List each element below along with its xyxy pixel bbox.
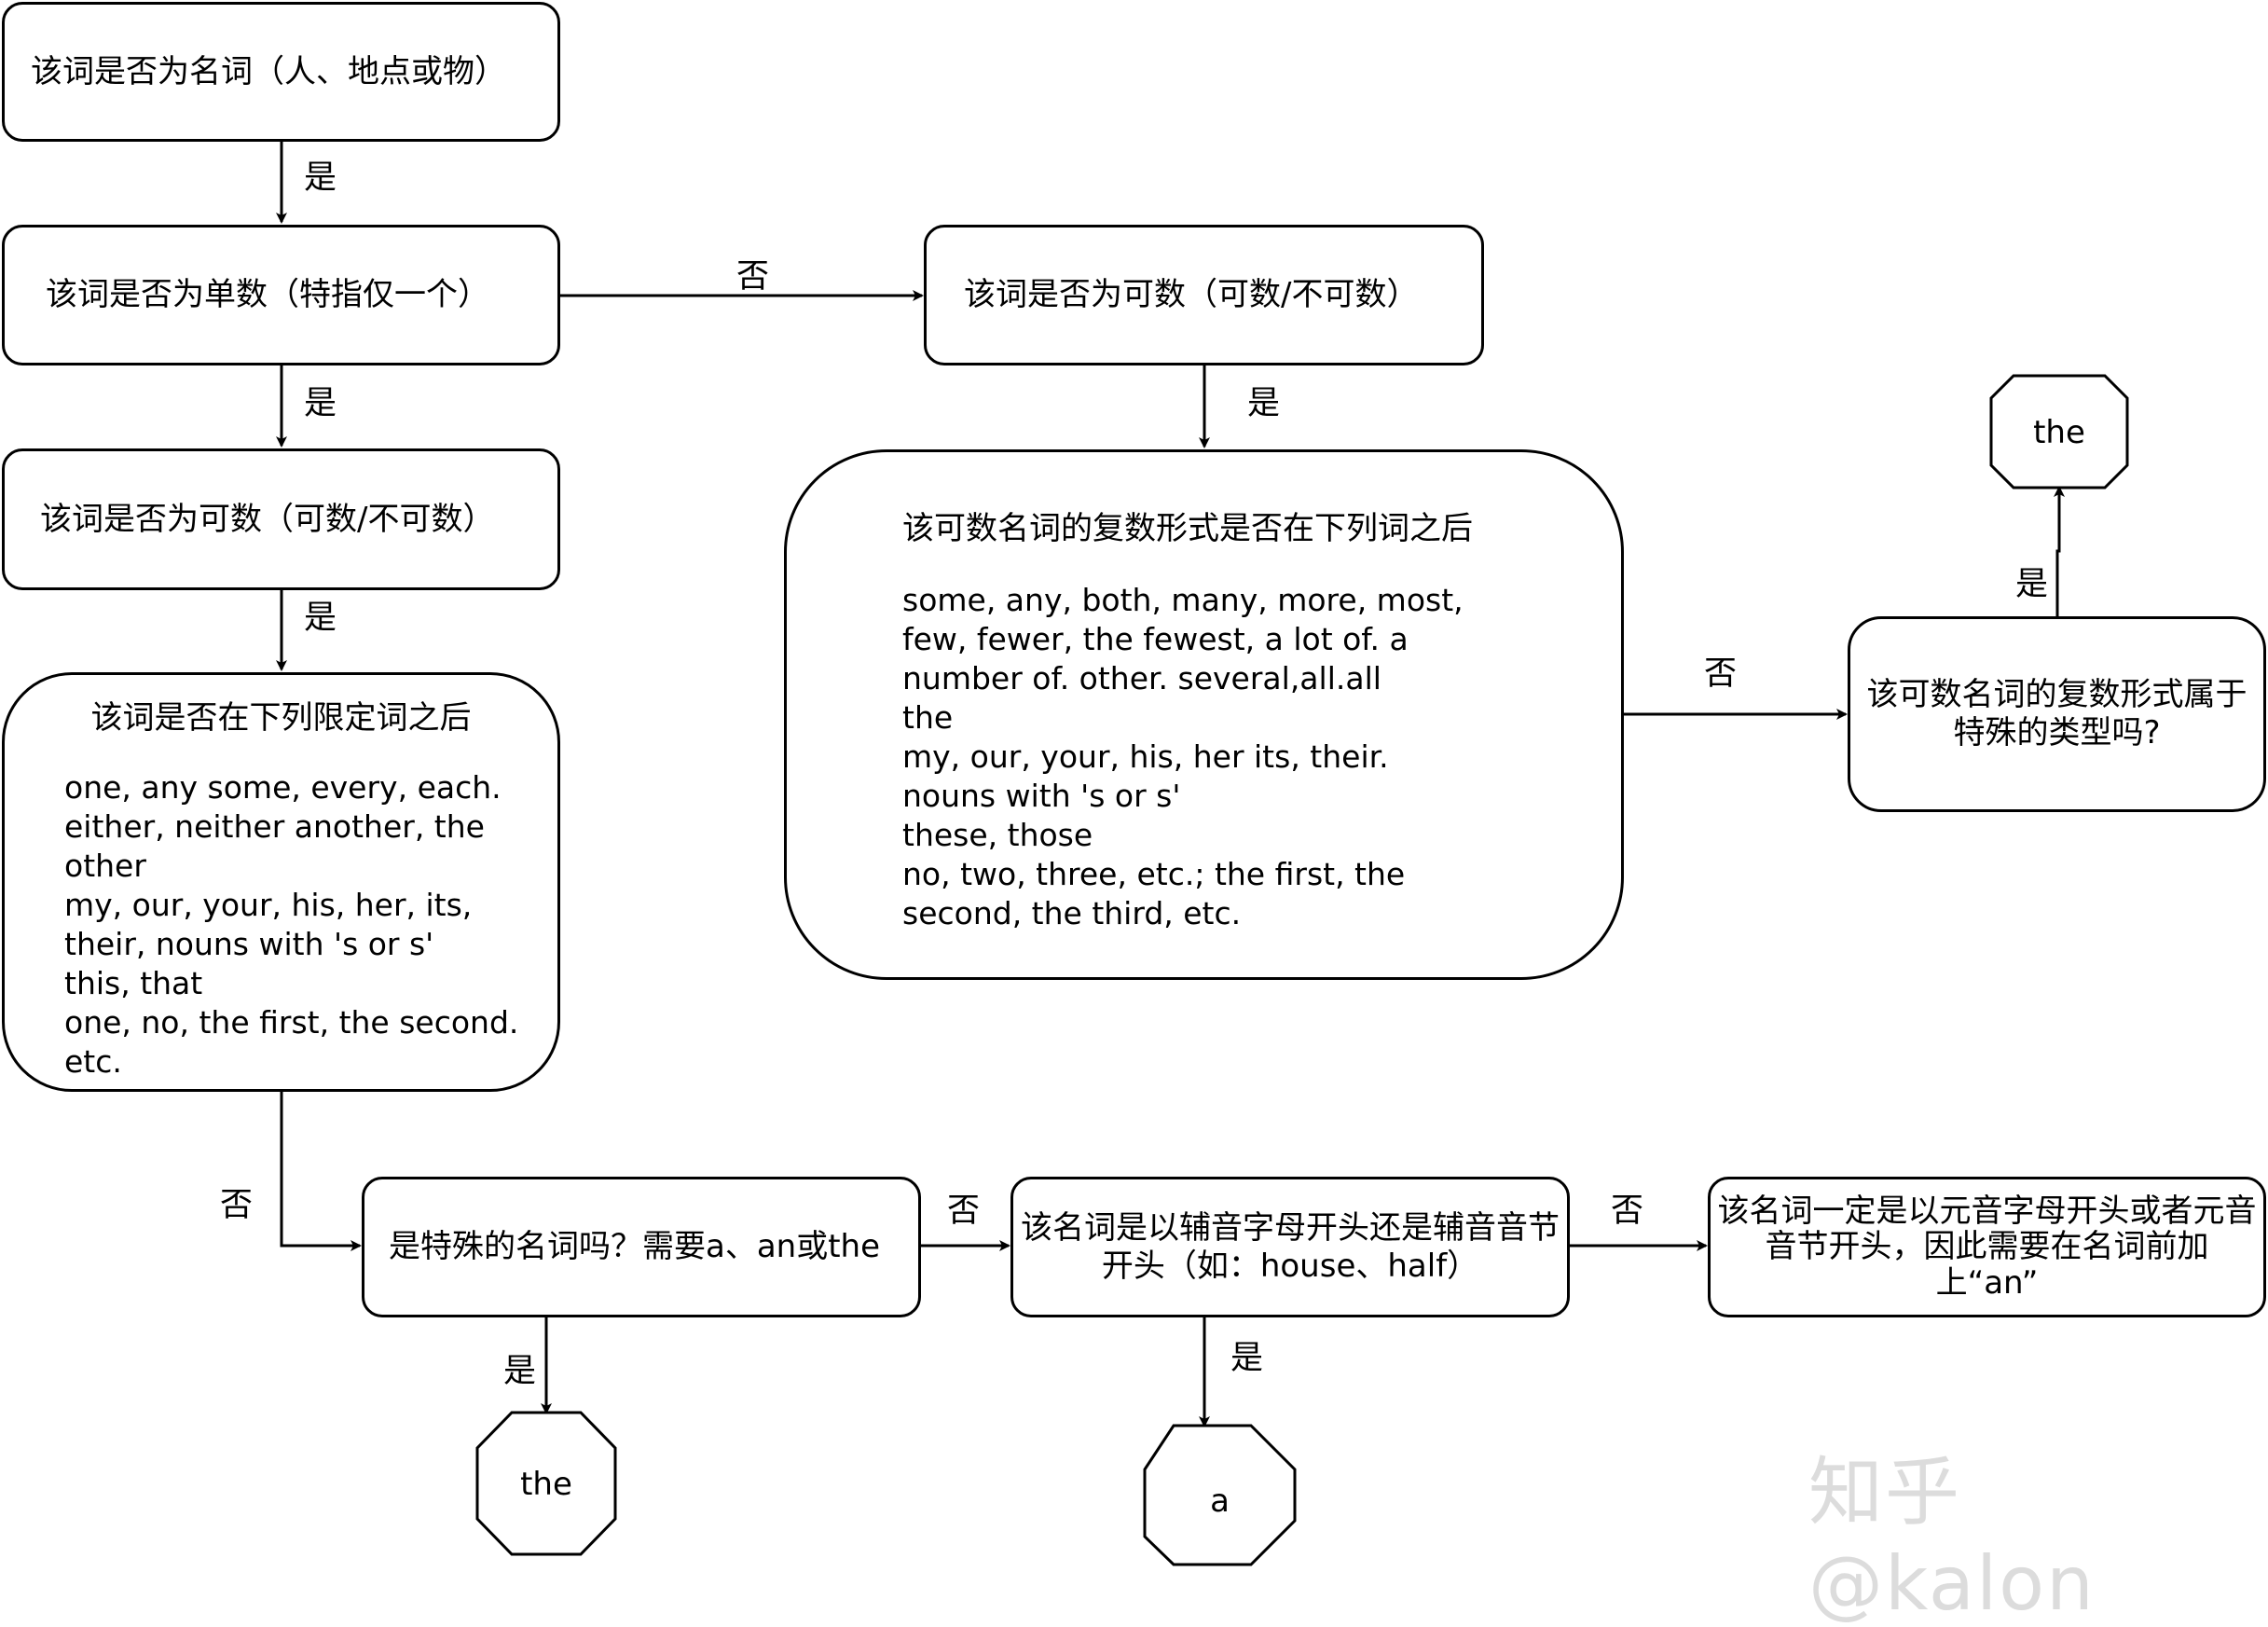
box-plural-after-question: 该可数名词的复数形式是否在下列词之后 some, any, both, many…	[784, 449, 1624, 980]
plural-after-list-item: nouns with 's or s'	[902, 778, 1181, 814]
flowchart-canvas	[276, 142, 2129, 1566]
plural-after-question-title: 该可数名词的复数形式是否在下列词之后	[902, 510, 1473, 547]
box-is-countable-right-text: 该词是否为可数（可数/不可数）	[964, 276, 1419, 314]
box-an-result: 该名词一定是以元音字母开头或者元音音节开头，因此需要在名词前加上“an”	[1708, 1177, 2266, 1317]
plural-after-list-item: the	[902, 699, 954, 736]
edge-label-no: 否	[736, 258, 770, 296]
determiner-list-item: my, our, your, his, her, its,	[64, 887, 473, 923]
terminal-the-top-shape	[1989, 374, 2129, 489]
determiner-list-item: this, that	[64, 965, 203, 1001]
plural-after-list-item: no, two, three, etc.; the first, the	[902, 856, 1406, 892]
edge-label-yes: 是	[1247, 385, 1281, 422]
box-is-singular-text: 该词是否为单数（特指仅一个）	[46, 276, 489, 314]
plural-after-list-item: my, our, your, his, her its, their.	[902, 738, 1389, 775]
box-consonant-question: 该名词是以辅音字母开头还是辅音音节开头（如：house、half）	[1010, 1177, 1570, 1317]
box-is-countable-right: 该词是否为可数（可数/不可数）	[924, 225, 1484, 365]
plural-after-list-item: number of. other. several,all.all	[902, 660, 1381, 696]
edge-label-no: 否	[1704, 655, 1738, 693]
watermark: 知乎 @kalon	[1808, 1449, 2096, 1627]
edge-label-yes: 是	[304, 385, 337, 422]
plural-after-list-item: few, fewer, the fewest, a lot of. a	[902, 621, 1409, 657]
determiner-list-item: one, any some, every, each.	[64, 769, 502, 806]
edge-label-yes: 是	[304, 600, 337, 637]
plural-after-list-item: these, those	[902, 817, 1093, 853]
edge-label-yes: 是	[2015, 566, 2049, 603]
box-plural-special-text: 该可数名词的复数形式属于特殊的类型吗?	[1866, 676, 2247, 751]
determiner-list-item: etc.	[64, 1043, 122, 1080]
box-is-noun: 该词是否为名词（人、地点或物）	[2, 2, 560, 142]
edge-label-no: 否	[1611, 1193, 1644, 1230]
box-is-noun-text: 该词是否为名词（人、地点或物）	[31, 52, 506, 90]
edge-determiner-to-special-noun	[280, 1092, 362, 1251]
box-special-noun-question: 是特殊的名词吗？需要a、an或the	[362, 1177, 921, 1317]
terminal-a-bottom: a	[1210, 1482, 1230, 1520]
terminal-the-top: the	[2033, 414, 2085, 451]
plural-after-list-item: second, the third, etc.	[902, 895, 1242, 931]
determiner-question-title: 该词是否在下列限定词之后	[90, 699, 472, 737]
edge-label-no: 否	[220, 1187, 254, 1224]
edge-plural-special-to-the	[2054, 486, 2065, 616]
edge-label-no: 否	[947, 1193, 981, 1230]
terminal-the-bottom-shape	[475, 1411, 617, 1556]
box-consonant-text: 该名词是以辅音字母开头还是辅音音节开头（如：house、half）	[1021, 1208, 1560, 1285]
edge-label-yes: 是	[304, 159, 337, 197]
plural-after-list: some, any, both, many, more, most, few, …	[902, 581, 1464, 933]
edge-label-yes: 是	[1230, 1340, 1264, 1377]
box-is-countable-left-text: 该词是否为可数（可数/不可数）	[40, 500, 495, 538]
box-is-countable-left: 该词是否为可数（可数/不可数）	[2, 448, 560, 590]
determiner-list-item: either, neither another, the	[64, 808, 485, 845]
terminal-the-bottom: the	[520, 1466, 572, 1503]
determiner-list-item: their, nouns with 's or s'	[64, 926, 434, 962]
terminal-a-bottom-shape	[1143, 1424, 1297, 1566]
box-is-singular: 该词是否为单数（特指仅一个）	[2, 225, 560, 365]
box-an-result-text: 该名词一定是以元音字母开头或者元音音节开头，因此需要在名词前加上“an”	[1717, 1193, 2257, 1302]
edge-label-yes: 是	[503, 1353, 537, 1390]
determiner-list-item: one, no, the first, the second.	[64, 1004, 519, 1041]
box-special-noun-text: 是特殊的名词吗？需要a、an或the	[389, 1228, 881, 1266]
box-determiner-question: 该词是否在下列限定词之后 one, any some, every, each.…	[2, 672, 560, 1092]
determiner-list-item: other	[64, 848, 146, 884]
box-plural-special-question: 该可数名词的复数形式属于特殊的类型吗?	[1848, 616, 2266, 812]
plural-after-list-item: some, any, both, many, more, most,	[902, 582, 1464, 618]
determiner-list: one, any some, every, each. either, neit…	[64, 768, 518, 1082]
